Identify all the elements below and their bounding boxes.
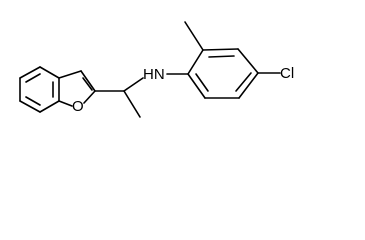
double-bond-inner [25, 73, 41, 83]
methyl-bond [184, 21, 204, 51]
bond [39, 100, 60, 113]
bond [187, 73, 206, 99]
bond [39, 66, 60, 79]
double-bond-inner [195, 73, 209, 92]
oxygen-atom-label: O [72, 98, 84, 115]
bond [238, 72, 259, 99]
bond [19, 66, 41, 79]
double-bond-inner [208, 55, 235, 58]
bond [123, 77, 144, 92]
chemical-structure-diagram: O HN Cl [19, 21, 294, 118]
amine-nh-label: HN [143, 66, 165, 83]
bond [187, 49, 204, 75]
bond [19, 100, 41, 113]
benzofuran-furan-ring [58, 70, 96, 107]
chloro-methylphenyl-ring [184, 21, 281, 99]
double-bond-inner [25, 96, 41, 106]
bond [58, 70, 82, 79]
bond [202, 48, 239, 51]
bond [237, 48, 259, 74]
bond [58, 100, 73, 107]
bond [83, 90, 96, 104]
double-bond-inner [82, 77, 93, 91]
benzofuran-benzene-ring [19, 66, 60, 113]
bond [80, 70, 96, 92]
chlorine-atom-label: Cl [280, 65, 294, 82]
bond [123, 90, 141, 118]
double-bond-inner [235, 72, 252, 92]
ethyl-amine-linker [94, 73, 189, 118]
